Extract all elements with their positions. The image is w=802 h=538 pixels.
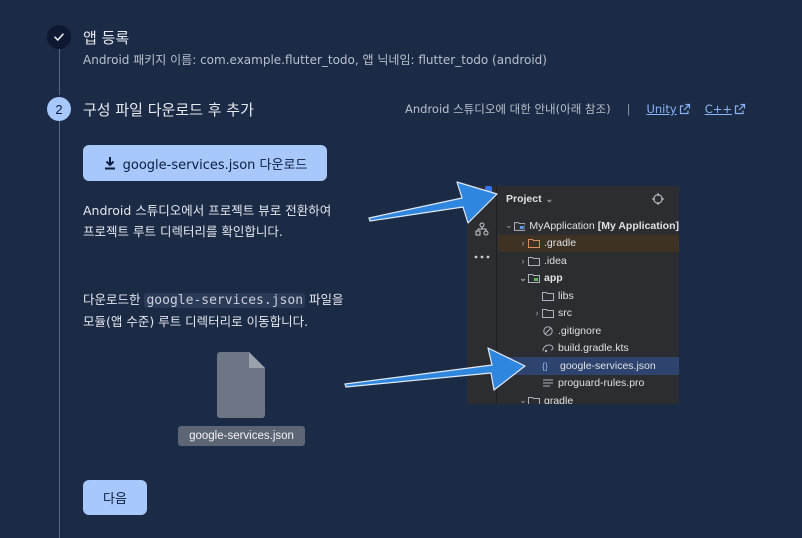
- platform-guide: Android 스튜디오에 대한 안내(아래 참조) | Unity C++: [405, 101, 746, 117]
- tree-row-label: app: [544, 272, 563, 285]
- chevron-down-icon: ⌄: [505, 220, 513, 231]
- tree-row-label: proguard-rules.pro: [558, 377, 645, 390]
- chevron-down-icon: ⌄: [519, 272, 527, 283]
- file-label: google-services.json: [178, 426, 305, 446]
- ide-panel-title: Project: [506, 193, 542, 205]
- unity-link[interactable]: Unity: [646, 102, 690, 116]
- tree-row-build-gradle[interactable]: build.gradle.kts: [498, 340, 679, 358]
- tree-row-label: google-services.json: [560, 359, 656, 372]
- step2-title: 구성 파일 다운로드 후 추가: [83, 101, 254, 119]
- text-file-icon: [543, 379, 553, 387]
- next-button[interactable]: 다음: [83, 480, 147, 515]
- more-icon[interactable]: [474, 255, 490, 259]
- folder-icon: [542, 291, 554, 301]
- chevron-down-icon: ⌄: [545, 193, 554, 204]
- tree-row-label: .gradle: [544, 237, 577, 250]
- tree-row-gradle-dir[interactable]: › .gradle: [498, 234, 679, 252]
- tree-row-gitignore[interactable]: .gitignore: [498, 322, 679, 340]
- tree-row-label: gradle: [544, 394, 574, 404]
- module-folder-icon: [513, 221, 526, 231]
- step2-number-badge: 2: [47, 97, 71, 121]
- structure-icon[interactable]: [475, 222, 489, 236]
- chevron-right-icon: ›: [521, 255, 525, 266]
- download-config-button[interactable]: google-services.json 다운로드: [83, 145, 327, 181]
- tree-row-app[interactable]: ⌄ app: [498, 270, 679, 288]
- tree-row-suffix: [My Application]: [597, 219, 679, 232]
- json-icon: {}: [542, 360, 549, 371]
- chevron-down-icon: ⌄: [519, 395, 527, 404]
- tree-row-proguard[interactable]: proguard-rules.pro: [498, 375, 679, 393]
- external-link-icon: [734, 103, 746, 115]
- tree-row-gradle[interactable]: ⌄ gradle: [498, 392, 679, 404]
- instruction-line: 프로젝트 루트 디렉터리를 확인합니다.: [83, 224, 283, 239]
- locate-icon[interactable]: [652, 193, 664, 205]
- download-button-label: google-services.json 다운로드: [122, 157, 308, 173]
- instruction-line: 다운로드한 google-services.json 파일을: [83, 289, 344, 311]
- folder-icon: [528, 396, 540, 404]
- gradle-icon: [542, 344, 554, 353]
- text: 파일을: [305, 292, 344, 307]
- check-icon: [54, 33, 64, 41]
- tree-row-label: .idea: [544, 254, 567, 267]
- folder-icon: [542, 309, 554, 319]
- timeline-line-bottom: [59, 121, 60, 538]
- instruction-move-file: 다운로드한 google-services.json 파일을 모듈(앱 수준) …: [83, 289, 344, 332]
- cpp-link-label: C++: [704, 102, 732, 116]
- guide-separator: |: [626, 102, 631, 116]
- instruction-line: Android 스튜디오에서 프로젝트 뷰로 전환하여: [83, 203, 332, 218]
- guide-text: Android 스튜디오에 대한 안내(아래 참조): [404, 102, 611, 116]
- step1-title: 앱 등록: [83, 29, 130, 47]
- json-file-icon[interactable]: [217, 352, 265, 418]
- chevron-right-icon: ›: [521, 238, 525, 249]
- folder-icon: [528, 239, 540, 249]
- unity-link-label: Unity: [646, 102, 677, 116]
- tree-row-google-services[interactable]: {} google-services.json: [498, 357, 679, 375]
- tree-row-libs[interactable]: libs: [498, 287, 679, 305]
- tree-row-label: src: [558, 307, 572, 320]
- tree-row-label: build.gradle.kts: [558, 342, 629, 355]
- tree-row-label: .gitignore: [558, 324, 602, 337]
- ignore-file-icon: [543, 326, 553, 336]
- timeline-line-top: [59, 49, 60, 95]
- step1-complete-badge: [47, 25, 71, 49]
- module-folder-icon: [528, 274, 540, 284]
- text: 다운로드한: [83, 292, 145, 307]
- instruction-line: 모듈(앱 수준) 루트 디렉터리로 이동합니다.: [83, 314, 309, 329]
- download-icon: [104, 157, 115, 170]
- chevron-right-icon: ›: [535, 308, 539, 319]
- tree-row-root[interactable]: ⌄ MyApplication [My Application]: [498, 217, 679, 235]
- step1-subtitle: Android 패키지 이름: com.example.flutter_todo…: [83, 53, 547, 67]
- folder-icon: [528, 256, 540, 266]
- tree-row-src[interactable]: › src: [498, 305, 679, 323]
- filename-code: google-services.json: [144, 293, 306, 308]
- ide-panel-header[interactable]: Project ⌄: [498, 186, 679, 212]
- tree-row-label: MyApplication: [529, 219, 595, 232]
- tree-row-idea[interactable]: › .idea: [498, 252, 679, 270]
- instruction-switch-view: Android 스튜디오에서 프로젝트 뷰로 전환하여 프로젝트 루트 디렉터리…: [83, 200, 331, 242]
- external-link-icon: [679, 103, 690, 115]
- tree-row-label: libs: [558, 289, 574, 302]
- cpp-link[interactable]: C++: [705, 102, 746, 116]
